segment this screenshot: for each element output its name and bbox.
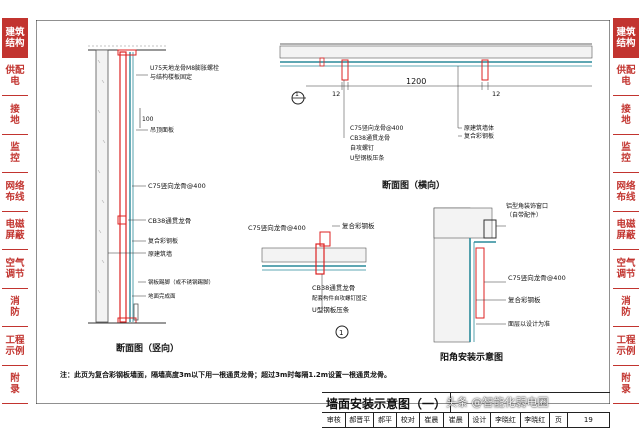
- right-tab-7[interactable]: 消 防: [613, 289, 639, 327]
- right-tab-6[interactable]: 空气 调节: [613, 250, 639, 289]
- right-tab-5[interactable]: 电磁 屏蔽: [613, 212, 639, 250]
- right-category-sidebar: 建筑 结构供配 电接 地监 控网络 布线电磁 屏蔽空气 调节消 防工程 示例附 …: [613, 18, 639, 404]
- hs-dim-mid: 1200: [406, 77, 426, 86]
- left-tab-0[interactable]: 建筑 结构: [2, 19, 28, 58]
- right-tab-3[interactable]: 监 控: [613, 135, 639, 173]
- right-tab-0[interactable]: 建筑 结构: [613, 19, 639, 58]
- vertical-section-title: 断面图（竖向）: [116, 342, 179, 354]
- vertical-section-drawing: [88, 45, 166, 324]
- left-tab-7[interactable]: 消 防: [2, 289, 28, 327]
- title-block: 墙面安装示意图（一）: [322, 392, 610, 413]
- cr-c75-label: C75竖向龙骨@400: [508, 273, 566, 282]
- watermark: 头条 @智能化弱电圈: [446, 396, 549, 409]
- signature-cell: 崔晨: [420, 413, 445, 427]
- signature-cell: 校对: [397, 413, 420, 427]
- signature-cell: 页: [550, 413, 568, 427]
- right-tab-1[interactable]: 供配 电: [613, 58, 639, 96]
- vs-sound-label: 吊顶面板: [150, 126, 174, 134]
- detail-1-drawing: [261, 225, 367, 339]
- signature-cell: 李晓红: [491, 413, 521, 427]
- left-tab-1[interactable]: 供配 电: [2, 58, 28, 96]
- hs-callout-number: 1: [295, 91, 299, 98]
- vs-dim-label: 100: [142, 116, 154, 123]
- cr-design-label: 面层以设计为准: [508, 320, 550, 328]
- vs-board-label: 复合彩钢板: [148, 237, 178, 245]
- corner-detail-drawing: [433, 207, 506, 343]
- general-note: 注：此页为复合彩钢板墙面，隔墙高度3m以下用一根通贯龙骨；超过3m时每隔1.2m…: [60, 370, 391, 379]
- signature-cell: 审核: [322, 413, 347, 427]
- dt-board-label: 复合彩钢板: [342, 221, 375, 230]
- signature-cell: 19: [568, 413, 610, 427]
- signature-cell: 郝晋平: [346, 413, 375, 427]
- dt-clip-label: U型钢板压条: [312, 305, 350, 314]
- cr-corner-label: 铝型角装饰窗口: [506, 202, 548, 210]
- hs-cb38-label: CB38通贯龙骨: [350, 134, 390, 142]
- vs-floor-label: 地面完成面: [148, 292, 176, 300]
- left-tab-3[interactable]: 监 控: [2, 135, 28, 173]
- signature-cell: 李晓红: [521, 413, 550, 427]
- right-tab-4[interactable]: 网络 布线: [613, 173, 639, 212]
- right-tab-8[interactable]: 工程 示例: [613, 327, 639, 366]
- left-tab-5[interactable]: 电磁 屏蔽: [2, 212, 28, 250]
- left-tab-6[interactable]: 空气 调节: [2, 250, 28, 289]
- vs-skirt-label: 钢板踢脚（或不锈钢踢脚）: [148, 278, 214, 286]
- dt-fix-label: 配套构件自攻螺钉固定: [312, 294, 368, 302]
- vs-wall-label: 原建筑墙: [148, 250, 172, 258]
- left-tab-2[interactable]: 接 地: [2, 96, 28, 135]
- hs-dim-right: 12: [492, 90, 500, 98]
- horizontal-section-title: 断面图（横向）: [382, 179, 445, 191]
- cr-corner2-label: （自带配件）: [506, 211, 542, 219]
- right-tab-2[interactable]: 接 地: [613, 96, 639, 135]
- drawing-sheet: U75天地龙骨M8膨胀螺栓 与结构楼板固定 100 吊顶面板 C75竖向龙骨@4…: [36, 20, 610, 404]
- detail-callout-number: 1: [339, 329, 343, 337]
- dt-c75-label: C75竖向龙骨@400: [248, 223, 306, 232]
- left-category-sidebar: 建筑 结构供配 电接 地监 控网络 布线电磁 屏蔽空气 调节消 防工程 示例附 …: [2, 18, 28, 404]
- vs-u75-label: U75天地龙骨M8膨胀螺栓: [150, 64, 219, 72]
- hs-c75-label: C75竖向龙骨@400: [350, 124, 403, 132]
- signature-cell: 崔晨: [444, 413, 469, 427]
- left-tab-8[interactable]: 工程 示例: [2, 327, 28, 366]
- left-tab-4[interactable]: 网络 布线: [2, 173, 28, 212]
- horizontal-section-drawing: [279, 43, 593, 138]
- vs-cb38-label: CB38通贯龙骨: [148, 216, 191, 225]
- cr-board-label: 复合彩钢板: [508, 295, 541, 304]
- hs-clip-label: U型钢板压条: [350, 154, 384, 162]
- left-tab-9[interactable]: 附 录: [10, 373, 20, 396]
- hs-board-label: 复合彩钢板: [464, 132, 494, 140]
- vs-c75-label: C75竖向龙骨@400: [148, 181, 206, 190]
- corner-detail-title: 阳角安装示意图: [440, 351, 503, 363]
- dt-cb38-label: CB38通贯龙骨: [312, 283, 355, 292]
- hs-dim-left: 12: [332, 90, 340, 98]
- signature-cell: 设计: [469, 413, 492, 427]
- hs-wall-label: 原建筑墙体: [464, 124, 494, 132]
- right-tab-9[interactable]: 附 录: [621, 373, 631, 396]
- drawing-title: 墙面安装示意图（一）: [322, 393, 451, 413]
- vs-u75b-label: 与结构楼板固定: [150, 73, 192, 81]
- signature-cell: 郝平: [374, 413, 397, 427]
- hs-screw-label: 自攻螺钉: [350, 144, 374, 152]
